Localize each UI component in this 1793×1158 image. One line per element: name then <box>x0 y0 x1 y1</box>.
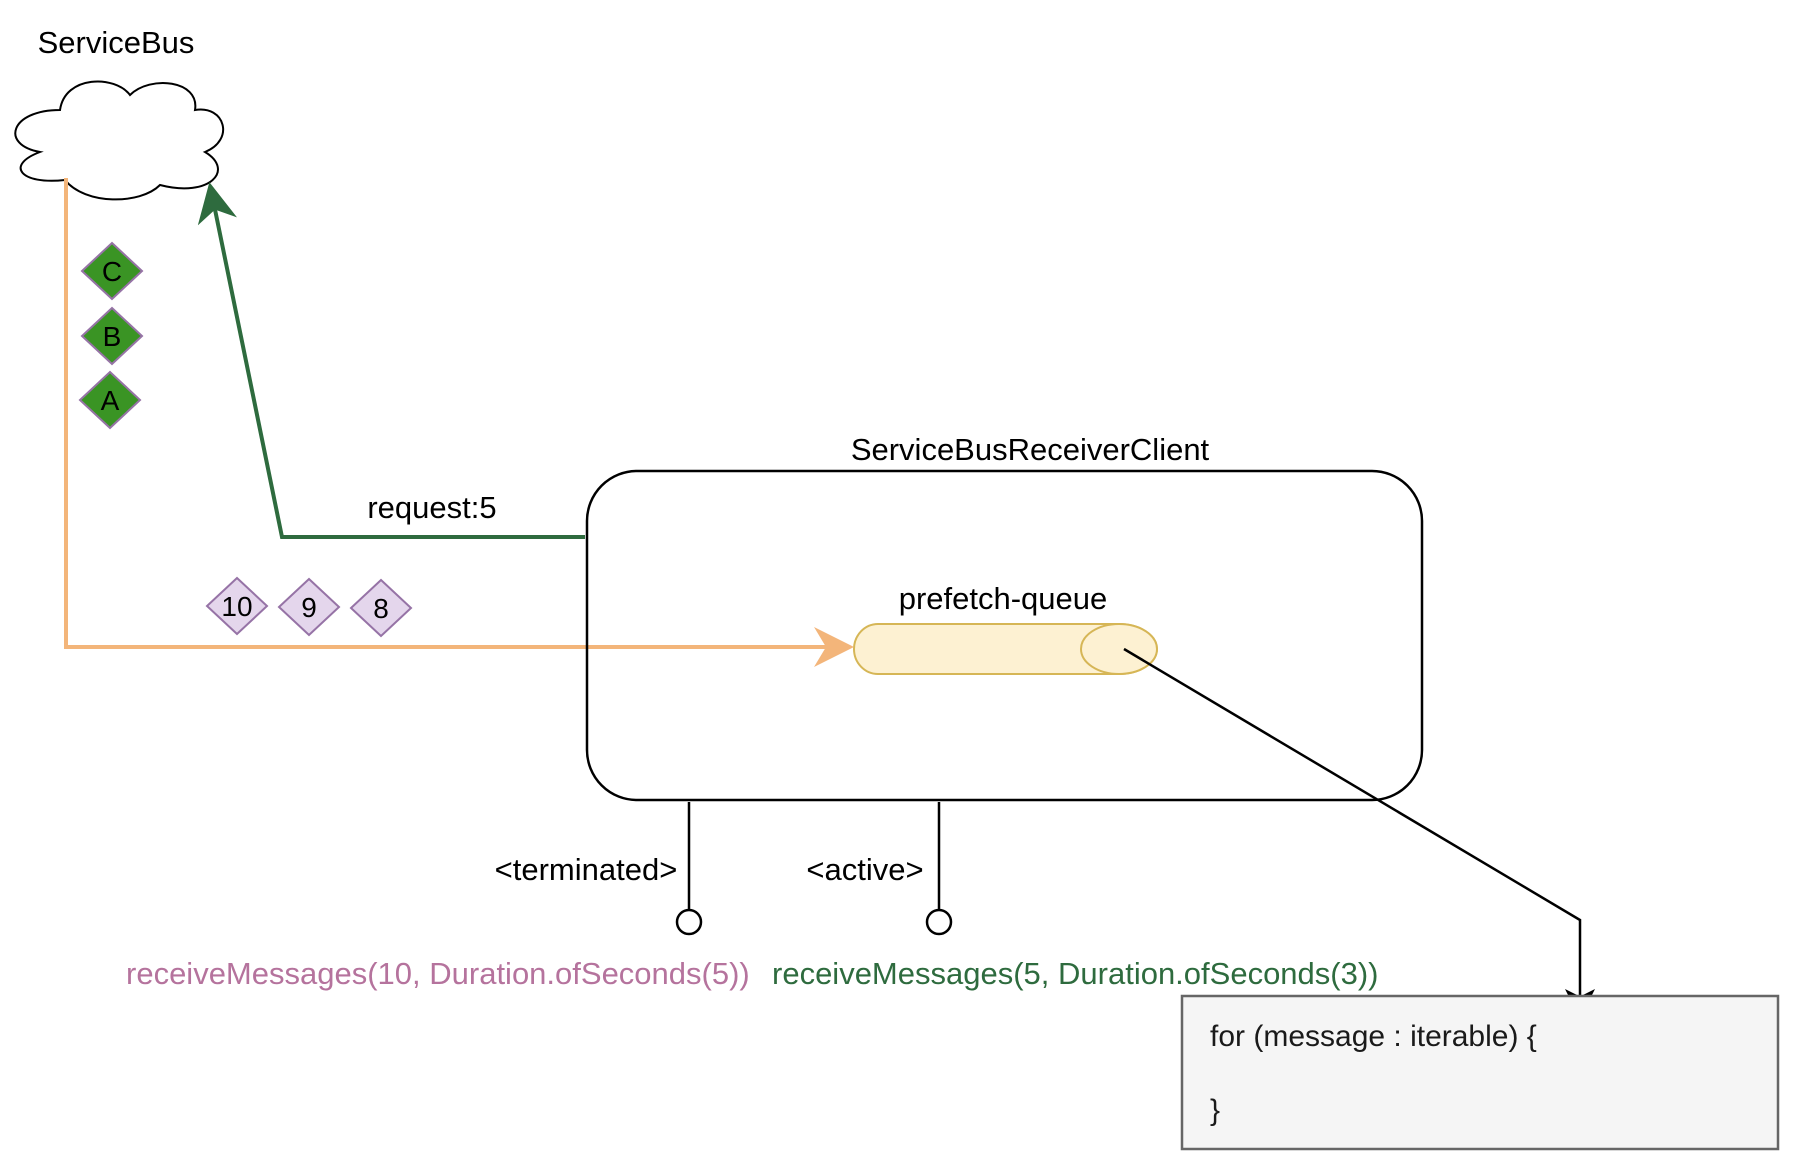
message-badge-10: 10 <box>205 576 269 636</box>
request-label: request:5 <box>367 490 496 525</box>
message-badge-8: 8 <box>349 578 413 638</box>
prefetch-queue-label: prefetch-queue <box>899 581 1108 616</box>
terminated-call-text: receiveMessages(10, Duration.ofSeconds(5… <box>126 956 750 991</box>
consume-flow-arrow <box>1123 647 1595 1019</box>
delivery-flow-arrow <box>64 178 854 667</box>
terminated-port <box>675 802 703 936</box>
active-port <box>925 802 953 936</box>
svg-text:B: B <box>103 321 122 352</box>
svg-text:8: 8 <box>373 593 389 624</box>
active-label: <active> <box>806 852 923 887</box>
svg-text:9: 9 <box>301 592 317 623</box>
message-badge-a: A <box>78 370 142 430</box>
message-badge-9: 9 <box>277 577 341 637</box>
message-badge-c: C <box>80 241 144 301</box>
active-call-text: receiveMessages(5, Duration.ofSeconds(3)… <box>772 956 1379 991</box>
receiver-client-label: ServiceBusReceiverClient <box>851 432 1210 467</box>
message-badge-b: B <box>80 306 144 366</box>
consumer-code-box <box>1180 994 1780 1151</box>
code-line-for: for (message : iterable) { <box>1210 1020 1537 1053</box>
receiver-client-box <box>585 469 1424 802</box>
request-flow-arrow <box>197 182 585 539</box>
code-line-close-brace: } <box>1210 1094 1220 1127</box>
terminated-label: <terminated> <box>495 852 678 887</box>
cloud-icon <box>14 80 225 201</box>
prefetch-queue-cylinder <box>853 623 1158 675</box>
svg-text:10: 10 <box>221 591 252 622</box>
svg-text:C: C <box>102 256 122 287</box>
svg-text:A: A <box>101 385 120 416</box>
service-bus-label: ServiceBus <box>38 25 195 60</box>
